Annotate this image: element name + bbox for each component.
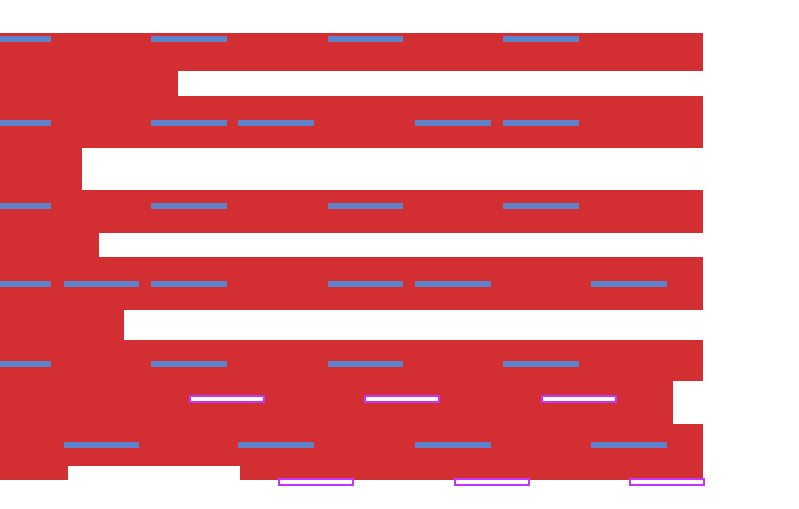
highlight-r3-c4[interactable] — [503, 203, 579, 209]
gap-row-3 — [99, 233, 799, 257]
gap-row-1 — [178, 71, 799, 96]
highlight-r6-c2[interactable] — [238, 442, 314, 448]
highlight-r1-c3[interactable] — [328, 36, 403, 42]
highlight-r2-c3[interactable] — [238, 120, 314, 126]
band-2-left-extension — [0, 148, 82, 190]
band-3-top — [0, 190, 703, 233]
highlight-r1-c1[interactable] — [0, 36, 51, 42]
gap-row-2 — [82, 148, 799, 190]
gap-row-6 — [68, 466, 240, 480]
highlight-r2-c4[interactable] — [415, 120, 491, 126]
highlight-r2-c1[interactable] — [0, 120, 51, 126]
magenta-r5-c2[interactable] — [364, 395, 440, 403]
magenta-r6-c1[interactable] — [278, 478, 354, 486]
magenta-r5-c1[interactable] — [189, 395, 265, 403]
highlight-r5-c2[interactable] — [151, 361, 227, 367]
highlight-r1-c4[interactable] — [503, 36, 579, 42]
magenta-r5-c3[interactable] — [541, 395, 617, 403]
gap-row-4 — [124, 310, 799, 340]
highlight-r5-c3[interactable] — [328, 361, 403, 367]
highlight-r5-c4[interactable] — [503, 361, 579, 367]
highlight-r3-c1[interactable] — [0, 203, 51, 209]
highlight-r4-c6[interactable] — [591, 281, 667, 287]
highlight-r4-c4[interactable] — [328, 281, 403, 287]
highlight-r4-c2[interactable] — [64, 281, 139, 287]
highlight-r1-c2[interactable] — [151, 36, 227, 42]
band-6-right-stub — [240, 466, 703, 480]
highlight-r6-c1[interactable] — [64, 442, 139, 448]
highlight-r6-c3[interactable] — [415, 442, 491, 448]
band-4-left-extension — [0, 310, 124, 340]
magenta-r6-c2[interactable] — [454, 478, 530, 486]
highlight-r2-c5[interactable] — [503, 120, 579, 126]
magenta-r6-c3[interactable] — [629, 478, 705, 486]
highlight-r2-c2[interactable] — [151, 120, 227, 126]
band-2-top — [0, 96, 703, 148]
band-1-left-extension — [0, 71, 178, 96]
highlight-r3-c3[interactable] — [328, 203, 403, 209]
highlight-r4-c5[interactable] — [415, 281, 491, 287]
gap-row-5-notch — [673, 381, 799, 424]
band-5-top — [0, 340, 703, 381]
highlight-r4-c3[interactable] — [151, 281, 227, 287]
highlight-r6-c4[interactable] — [591, 442, 667, 448]
highlight-r4-c1[interactable] — [0, 281, 51, 287]
highlight-r5-c1[interactable] — [0, 361, 51, 367]
band-3-left-extension — [0, 233, 99, 257]
highlight-r3-c2[interactable] — [151, 203, 227, 209]
